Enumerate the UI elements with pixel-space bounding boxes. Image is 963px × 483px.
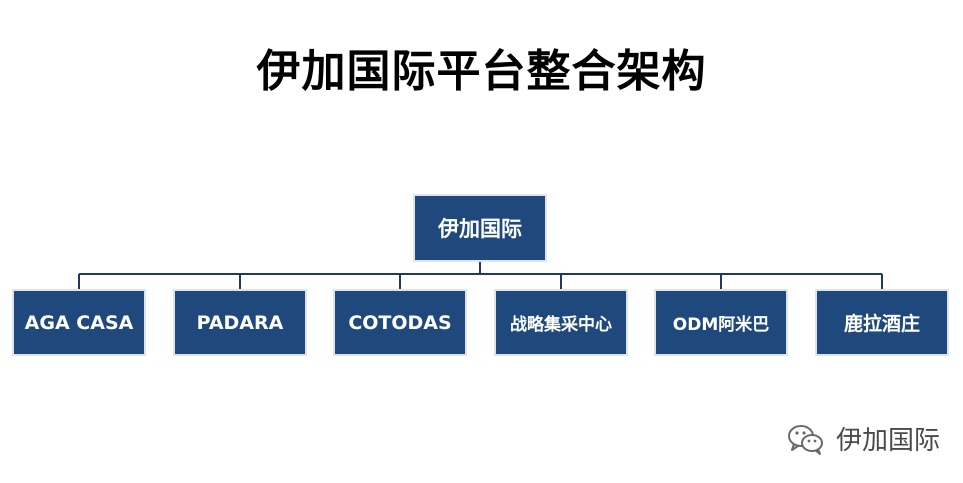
page-title: 伊加国际平台整合架构 <box>256 46 707 97</box>
child-node-procurement-center: 战略集采中心 <box>494 289 628 356</box>
child-node-odm: ODM阿米巴 <box>654 289 788 356</box>
root-node: 伊加国际 <box>413 194 547 262</box>
child-node-aga-casa: AGA CASA <box>12 289 146 356</box>
watermark: 伊加国际 <box>786 420 940 457</box>
watermark-text: 伊加国际 <box>836 426 941 456</box>
child-node-winery: 鹿拉酒庄 <box>815 289 949 356</box>
wechat-icon <box>788 424 823 455</box>
child-node-cotodas: COTODAS <box>333 289 467 356</box>
child-node-padara: PADARA <box>173 289 307 356</box>
